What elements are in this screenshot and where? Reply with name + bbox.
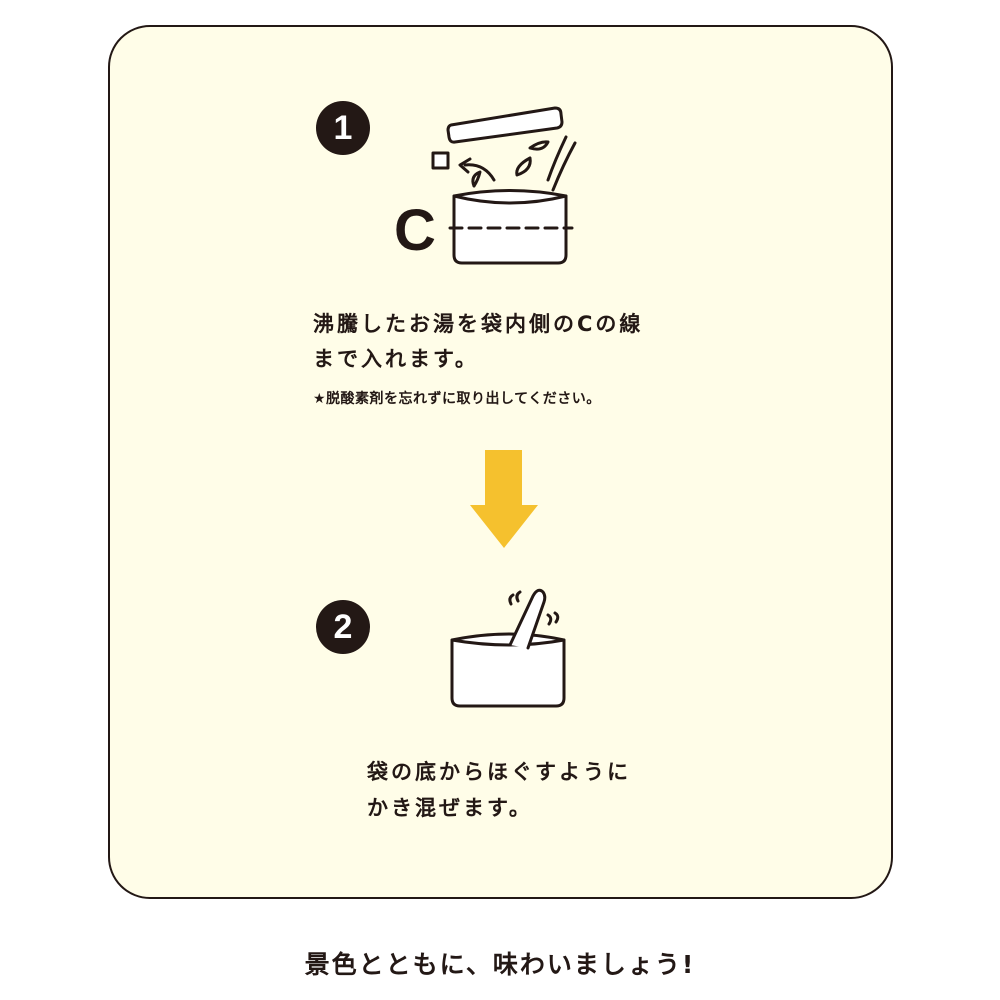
step-1-text-line-1: 沸騰したお湯を袋内側のCの線 bbox=[313, 312, 644, 336]
step-2-number: 2 bbox=[316, 600, 370, 654]
spoon-icon bbox=[508, 588, 547, 650]
step-1-note: ★脱酸素剤を忘れずに取り出してください。 bbox=[313, 391, 601, 407]
torn-strip bbox=[446, 106, 564, 144]
step-2-text-line-1: 袋の底からほぐすように bbox=[367, 760, 631, 784]
step-1-text-line-2: まで入れます。 bbox=[313, 347, 479, 371]
pouch bbox=[450, 632, 566, 708]
c-line-marker: C bbox=[394, 198, 436, 263]
step-1-number: 1 bbox=[316, 101, 370, 155]
step-2-text-line-2: かき混ぜます。 bbox=[367, 796, 533, 820]
footer-tagline: 景色とともに、味わいましょう! bbox=[304, 950, 696, 979]
oxygen-absorber-icon bbox=[431, 151, 450, 170]
